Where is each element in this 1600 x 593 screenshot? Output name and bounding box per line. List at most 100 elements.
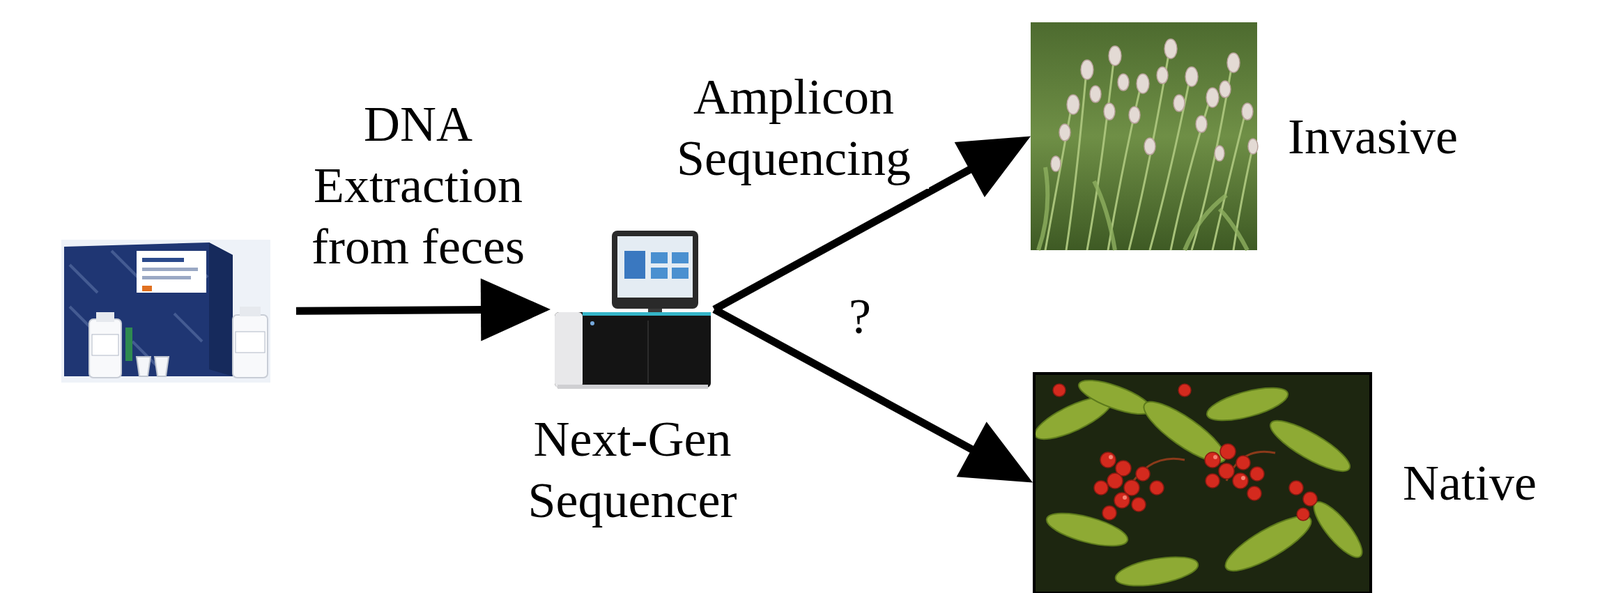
invasive-grass-photo: [1059, 124, 1071, 141]
native-berries-photo: [1241, 475, 1246, 481]
native-berries-photo: [1029, 373, 1369, 591]
native-berries-photo: [1108, 455, 1246, 500]
extraction-kit-photo: [61, 239, 271, 383]
native-berries-photo: [1124, 480, 1140, 496]
extraction-kit-photo: [174, 313, 203, 342]
native-berries-photo: [1100, 452, 1116, 468]
invasive-grass-photo: [1038, 167, 1048, 251]
sequencer-photo: [650, 267, 668, 279]
native-berries-photo: [1218, 463, 1235, 479]
arrow-shaft: [714, 169, 971, 310]
extraction-kit-photo: [89, 319, 122, 378]
sequencer-photo: [617, 236, 693, 298]
native-berries-photo: [1029, 373, 1371, 593]
invasive-grass-photo: [1108, 45, 1122, 66]
invasive-grass-photo: [1212, 104, 1248, 251]
invasive-grass-photo: [1170, 90, 1213, 251]
invasive-grass-photo: [1080, 59, 1094, 80]
sequencer-photo: [554, 312, 583, 388]
native-berries-photo: [1205, 473, 1220, 488]
invasive-grass-photo: [1089, 85, 1102, 103]
sequencer-photo: [554, 230, 711, 389]
invasive-grass-photo: [1184, 195, 1227, 251]
native-berries-photo: [1264, 412, 1357, 480]
invasive-grass-photo: [1241, 103, 1253, 120]
extraction-kit-photo: [61, 239, 271, 383]
node-label: Invasive: [1287, 105, 1458, 168]
native-berries-photo: [1232, 473, 1249, 489]
arrow-head: [480, 278, 551, 342]
native-berries-photo: [1307, 495, 1370, 564]
invasive-grass-photo: [1030, 22, 1258, 251]
extraction-kit-photo: [232, 314, 268, 378]
sequencer-photo: [650, 252, 668, 264]
invasive-grass-photo: [1156, 66, 1168, 84]
arrow-shaft: [296, 310, 483, 312]
invasive-grass-photo: [1227, 52, 1240, 73]
invasive-grass-photo: [1248, 138, 1258, 155]
invasive-grass-photo: [1103, 103, 1115, 120]
native-berries-photo: [1303, 491, 1318, 506]
invasive-grass-photo: [1087, 48, 1115, 251]
extraction-kit-photo: [91, 334, 119, 356]
edge-label: ?: [845, 285, 874, 348]
invasive-grass-photo: [1050, 39, 1258, 172]
native-berries-photo: [1108, 455, 1113, 460]
native-berries-photo: [1052, 383, 1066, 397]
extraction-kit-photo: [142, 275, 191, 280]
native-berries-photo: [1128, 451, 1276, 488]
native-berries-photo: [1052, 383, 1318, 521]
extraction-kit-photo: [136, 250, 207, 293]
arrow-head: [954, 136, 1031, 198]
extraction-kit-node: [61, 239, 271, 383]
native-berries-photo: [1220, 443, 1236, 460]
edge-label: DNA Extraction from feces: [289, 93, 547, 278]
native-berries-photo: [1213, 455, 1218, 460]
invasive-grass-photo: [1108, 76, 1143, 251]
invasive-grass-photo: [1066, 94, 1080, 115]
sequencer-photo: [611, 230, 699, 309]
native-berries-photo: [1135, 466, 1150, 481]
extraction-kit-photo: [142, 257, 184, 263]
extraction-kit-photo: [142, 267, 198, 272]
sequencer-photo: [647, 320, 649, 384]
native-berries-photo: [1204, 452, 1221, 468]
invasive-grass-photo: [1094, 181, 1115, 251]
extraction-kit-photo: [96, 312, 115, 322]
sequencer-photo: [671, 267, 689, 279]
native-berries-photo: [1247, 486, 1262, 501]
extraction-kit-photo: [111, 250, 140, 279]
node-label: Native: [1402, 452, 1537, 514]
native-berries-photo: [1289, 480, 1304, 495]
invasive-grass-photo: [1066, 62, 1088, 251]
native-berries-photo: [1075, 373, 1155, 421]
invasive-grass-photo: [1045, 41, 1255, 251]
native-berries-photo: [1094, 480, 1109, 495]
invasive-grass-photo: [1195, 115, 1207, 133]
arrow-shaft: [714, 309, 973, 451]
invasive-grass-photo: [1128, 106, 1141, 124]
invasive-plant-node: Invasive: [1030, 22, 1258, 251]
extraction-kit-photo: [239, 306, 261, 317]
native-berries-photo: [1178, 383, 1191, 397]
sequencer-photo: [554, 312, 711, 388]
invasive-grass-photo: [1206, 87, 1219, 108]
native-berries-photo: [1034, 373, 1371, 593]
extraction-kit-photo: [69, 264, 98, 293]
sequencer-photo: [671, 252, 689, 264]
invasive-grass-photo: [1050, 156, 1061, 172]
native-berries-photo: [1122, 495, 1127, 500]
native-berries-photo: [1250, 466, 1265, 481]
invasive-grass-photo: [1117, 73, 1129, 91]
native-berries-photo: [1131, 497, 1146, 512]
sequencer-photo: [557, 384, 709, 389]
extraction-kit-photo: [125, 327, 133, 361]
invasive-grass-photo: [1128, 41, 1171, 251]
native-berries-photo: [1236, 455, 1251, 470]
native-berries-photo: [1149, 480, 1164, 495]
arrow-head: [956, 421, 1033, 483]
invasive-grass-photo: [1219, 209, 1248, 251]
invasive-grass-photo: [1030, 22, 1258, 251]
native-berries-photo: [1113, 551, 1200, 591]
